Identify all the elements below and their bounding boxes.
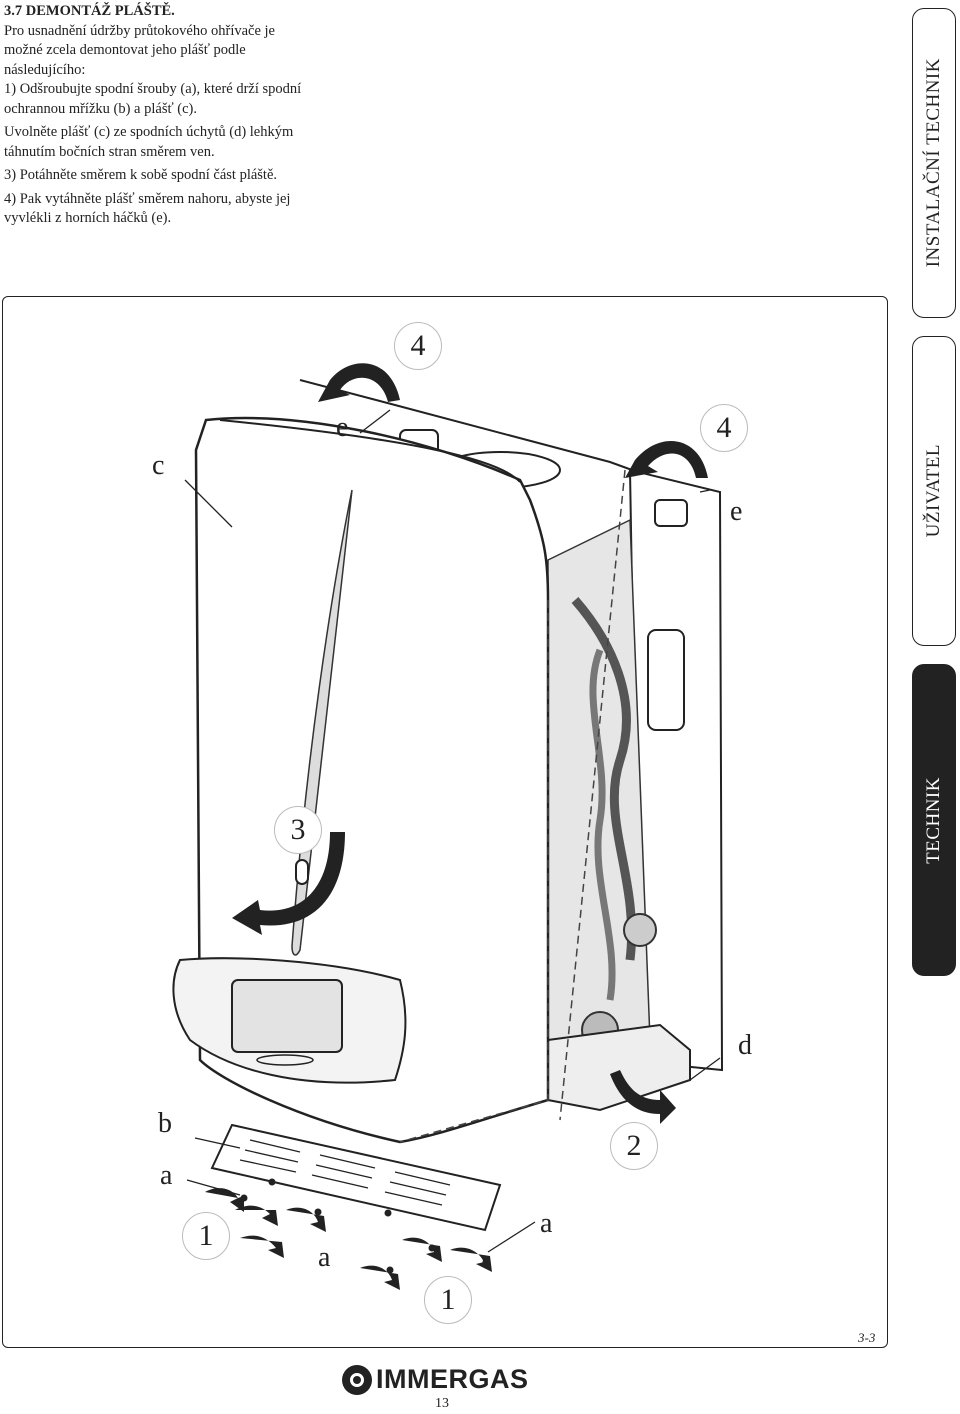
step-1: 1) Odšroubujte spodní šrouby (a), které …: [4, 81, 302, 117]
bottom-tray: [547, 1023, 691, 1112]
brand-mark-icon: [342, 1364, 372, 1395]
step-1-marker-left: 1: [182, 1212, 230, 1260]
figure-code: 3-3: [858, 1330, 876, 1345]
label-a-center: a: [318, 1242, 331, 1273]
step-4-marker-top: 4: [394, 322, 442, 370]
back-plate-slot-top: [654, 499, 688, 527]
tab-technician-label: TECHNIK: [923, 776, 944, 864]
section-heading: 3.7 DEMONTÁŽ PLÁŠTĚ.: [4, 3, 175, 19]
grille-slots: [239, 1139, 451, 1206]
panel-logo-oval: [256, 1054, 314, 1066]
step-3: 3) Potáhněte směrem k sobě spodní část p…: [4, 167, 278, 183]
step-1-marker-bottom: 1: [424, 1276, 472, 1324]
display-window: [231, 979, 343, 1053]
casing-slot: [295, 859, 309, 885]
brand-name: IMMERGAS: [376, 1364, 529, 1394]
figure-frame: [2, 296, 888, 1348]
tab-user[interactable]: UŽIVATEL: [912, 336, 956, 646]
tab-user-label: UŽIVATEL: [923, 444, 944, 538]
page-number: 13: [435, 1396, 449, 1411]
step-2-marker: 2: [610, 1122, 658, 1170]
tab-technician[interactable]: TECHNIK: [912, 664, 956, 976]
brand-logo: IMMERGAS: [342, 1364, 529, 1395]
tab-installer-label: INSTALAČNÍ TECHNIK: [923, 58, 944, 268]
step-4-marker-right: 4: [700, 404, 748, 452]
label-e-right: e: [730, 496, 743, 527]
label-a-left: a: [160, 1160, 173, 1191]
tab-installer[interactable]: INSTALAČNÍ TECHNIK: [912, 8, 956, 318]
grille: [210, 1123, 502, 1232]
label-a-right: a: [540, 1208, 553, 1239]
label-c: c: [152, 450, 165, 481]
step-4: 4) Pak vytáhněte plášť směrem nahoru, ab…: [4, 190, 291, 227]
label-d: d: [738, 1030, 752, 1061]
label-b: b: [158, 1108, 172, 1139]
motion-arrows: [205, 363, 708, 1290]
intro-paragraph: Pro usnadnění údržby průtokového ohřívač…: [4, 22, 275, 78]
instructions: 3.7 DEMONTÁŽ PLÁŠTĚ. Pro usnadnění údržb…: [4, 2, 304, 229]
label-e-top: e: [336, 412, 349, 443]
step-3-marker: 3: [274, 806, 322, 854]
back-plate-slot-mid: [647, 629, 685, 731]
step-2: Uvolněte plášť (c) ze spodních úchytů (d…: [4, 124, 294, 160]
